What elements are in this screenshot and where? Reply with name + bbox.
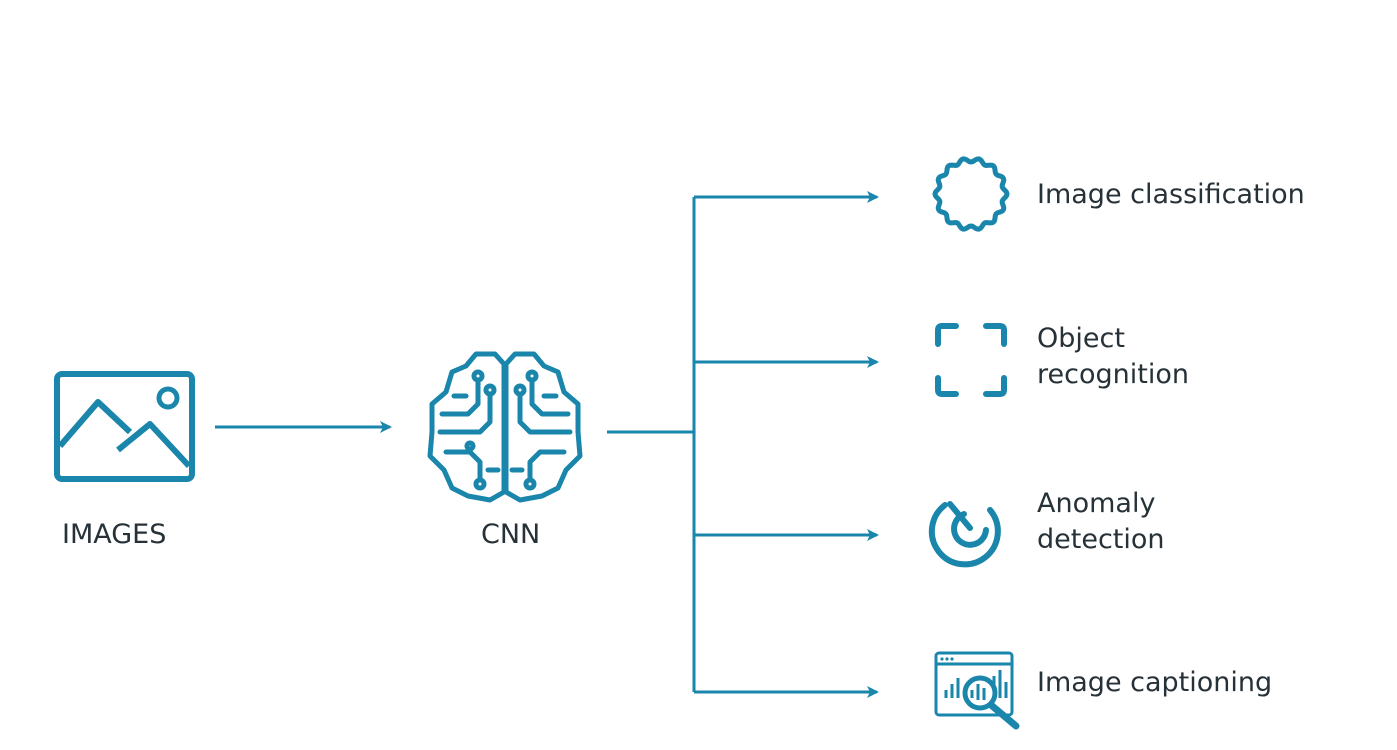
wavy-circle-icon bbox=[932, 156, 1010, 232]
cnn-label: CNN bbox=[481, 519, 541, 550]
window-dots bbox=[940, 657, 954, 661]
output-image-captioning-label: Image captioning bbox=[1037, 667, 1273, 698]
brain-circuit-icon bbox=[427, 351, 583, 503]
target-icon bbox=[928, 501, 1001, 568]
output-image-classification-label: Image classification bbox=[1037, 179, 1305, 210]
focus-frame-icon bbox=[935, 323, 1007, 397]
images-label: IMAGES bbox=[62, 519, 167, 550]
chart-magnifier-icon bbox=[934, 651, 1020, 730]
branch-connectors bbox=[607, 191, 879, 698]
output-anomaly-detection-label: Anomaly detection bbox=[1037, 488, 1165, 555]
output-object-recognition-label: Object recognition bbox=[1037, 323, 1189, 390]
image-icon bbox=[54, 371, 195, 482]
